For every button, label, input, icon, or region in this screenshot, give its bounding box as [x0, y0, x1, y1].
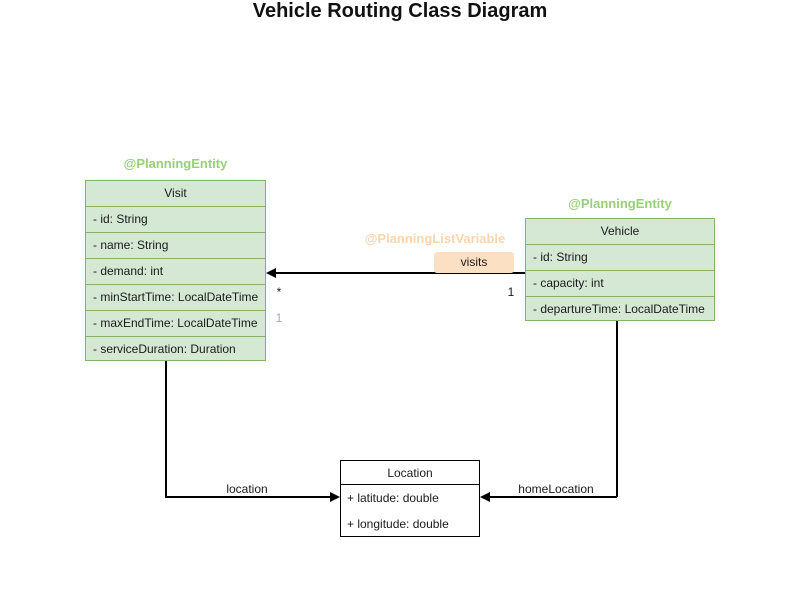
class-title-visit: Visit	[164, 186, 187, 200]
vehicle-attribute: - id: String	[526, 244, 714, 270]
visits-arrowhead-icon	[266, 268, 276, 278]
home-location-edge-horizontal-line	[489, 496, 617, 498]
visit-attribute: - id: String	[86, 206, 265, 232]
visit-attribute: - demand: int	[86, 258, 265, 284]
location-edge-label: location	[226, 482, 268, 496]
home-location-arrowhead-icon	[480, 492, 490, 502]
class-node-visit[interactable]: Visit - id: String - name: String - dema…	[85, 180, 266, 361]
visit-planning-entity-annotation: @PlanningEntity	[123, 156, 228, 171]
class-title-vehicle: Vehicle	[600, 224, 640, 238]
visits-multiplicity-one: 1	[507, 285, 515, 299]
diagram-title: Vehicle Routing Class Diagram	[252, 0, 548, 22]
visit-attribute: - name: String	[86, 232, 265, 258]
location-arrowhead-icon	[330, 492, 340, 502]
visits-multiplicity-secondary: 1	[275, 311, 283, 325]
visit-attribute: - maxEndTime: LocalDateTime	[86, 310, 265, 336]
location-edge-horizontal-line	[165, 496, 331, 498]
vehicle-attribute: - capacity: int	[526, 270, 714, 296]
visit-attribute: - minStartTime: LocalDateTime	[86, 284, 265, 310]
home-location-edge-vertical-line	[616, 321, 618, 497]
vehicle-planning-entity-annotation: @PlanningEntity	[568, 196, 672, 211]
visit-attribute: - serviceDuration: Duration	[86, 336, 265, 362]
location-attribute: + longitude: double	[347, 517, 449, 531]
class-node-location[interactable]: Location + latitude: double + longitude:…	[340, 460, 480, 537]
location-edge-vertical-line	[165, 361, 167, 497]
class-title-location: Location	[341, 461, 479, 485]
vehicle-attribute: - departureTime: LocalDateTime	[526, 296, 714, 322]
visits-edge-line	[274, 272, 525, 274]
location-attribute: + latitude: double	[347, 491, 439, 505]
visits-edge-label: visits	[434, 252, 514, 273]
class-node-vehicle[interactable]: Vehicle - id: String - capacity: int - d…	[525, 218, 715, 321]
visits-multiplicity-star: *	[276, 285, 282, 299]
planning-list-variable-annotation: @PlanningListVariable	[364, 231, 506, 246]
home-location-edge-label: homeLocation	[518, 482, 594, 496]
